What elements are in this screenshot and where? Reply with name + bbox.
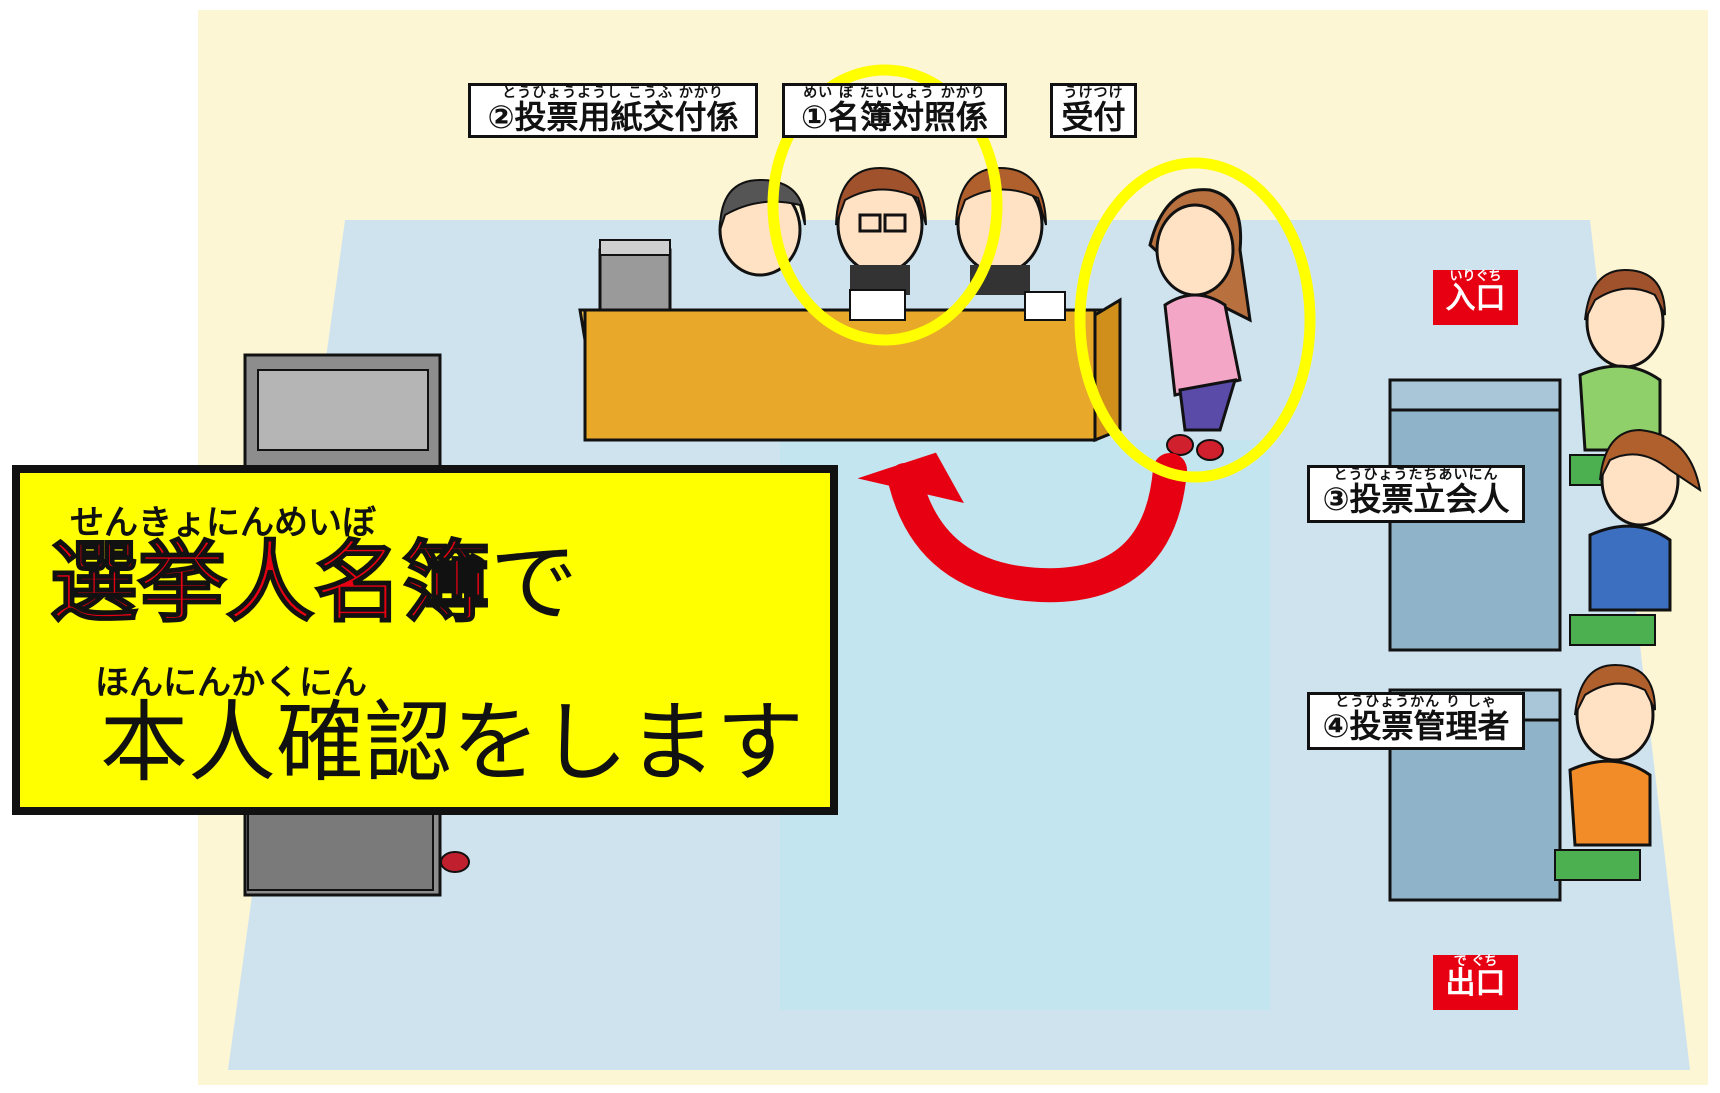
ballot-box — [598, 239, 672, 317]
highlight-ring-voter — [1074, 157, 1316, 483]
explanation-callout: せんきょにんめいぼ 選挙人名簿で ほんにんかくにん 本人確認をします — [12, 465, 838, 815]
sign-ballot-issuer: とうひょうようし こうふ かかり ②投票用紙交付係 — [468, 83, 758, 138]
sign-label: ④投票管理者 — [1322, 707, 1510, 745]
sign-ruby: で ぐち — [1453, 954, 1498, 969]
reception-desk — [578, 289, 1122, 443]
sign-ruby: うけつけ — [1063, 85, 1124, 101]
seated-witnesses — [1554, 268, 1702, 881]
sign-witness: とうひょうたちあいにん ③投票立会人 — [1307, 465, 1525, 523]
sign-ruby: いりぐち — [1449, 269, 1502, 284]
callout-ruby-2: ほんにんかくにん — [95, 663, 367, 703]
sign-label: 入口 — [1445, 281, 1506, 316]
callout-line-1: 選挙人名簿で — [49, 531, 579, 634]
sign-label: 出口 — [1445, 966, 1506, 1001]
sign-label: ②投票用紙交付係 — [487, 98, 739, 136]
callout-highlight: 選挙人名簿 — [49, 531, 491, 634]
flow-arrow — [857, 452, 1187, 603]
sign-ruby: めい ぼ たいしょう かかり — [803, 85, 986, 101]
sign-ruby: とうひょうたちあいにん — [1333, 467, 1499, 483]
sign-entrance: いりぐち 入口 — [1433, 270, 1518, 325]
sign-label: ③投票立会人 — [1322, 480, 1510, 518]
sign-exit: で ぐち 出口 — [1433, 955, 1518, 1010]
sign-roster-checker: めい ぼ たいしょう かかり ①名簿対照係 — [782, 83, 1007, 138]
callout-suffix: で — [490, 531, 579, 634]
highlight-ring-roster-checker — [767, 64, 1003, 346]
sign-label: 受付 — [1061, 98, 1126, 136]
sign-ruby: とうひょうかん り しゃ — [1335, 694, 1497, 710]
sign-manager: とうひょうかん り しゃ ④投票管理者 — [1307, 692, 1525, 750]
voter — [1148, 188, 1252, 461]
sign-ruby: とうひょうようし こうふ かかり — [502, 85, 724, 101]
callout-ruby-1: せんきょにんめいぼ — [70, 503, 376, 543]
aisle — [780, 440, 1270, 1010]
callout-line-2: 本人確認をします — [100, 691, 805, 794]
sign-reception: うけつけ 受付 — [1050, 83, 1137, 138]
sign-label: ①名簿対照係 — [800, 98, 989, 136]
